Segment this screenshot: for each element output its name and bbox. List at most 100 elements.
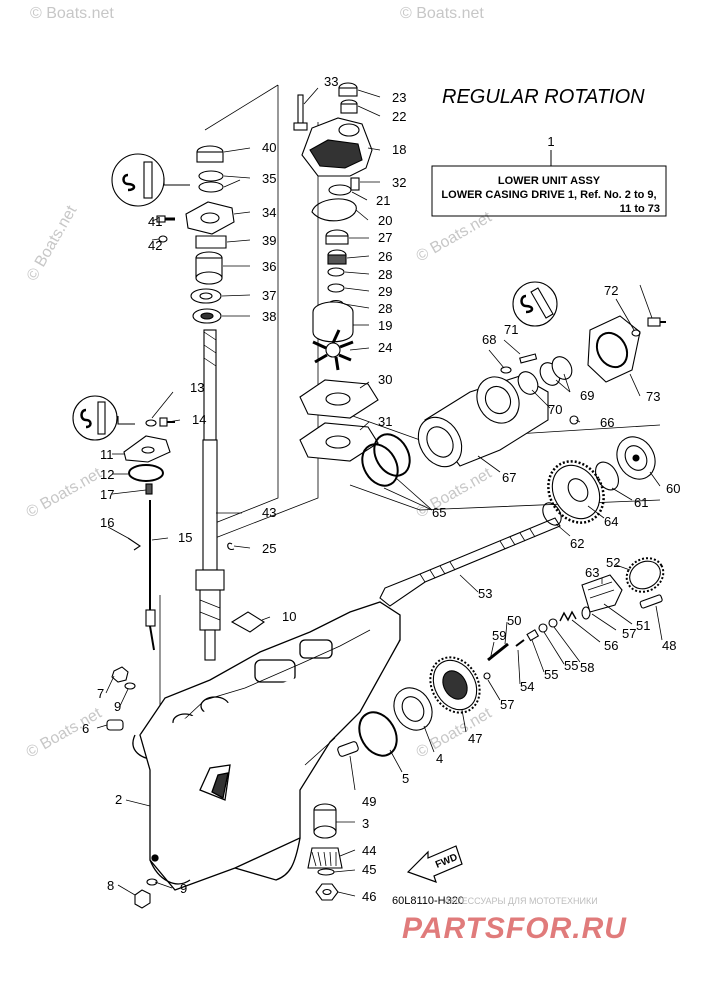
callout-number: 69 xyxy=(580,388,594,403)
callout-number: 67 xyxy=(502,470,516,485)
callout-number: 68 xyxy=(482,332,496,347)
callout-number: 45 xyxy=(362,862,376,877)
watermark-text: © Boats.net xyxy=(24,465,106,522)
callout-number: 37 xyxy=(262,288,276,303)
callout-number: 50 xyxy=(507,613,521,628)
shaft-housing-group xyxy=(361,281,666,487)
watermark-text: © Boats.net xyxy=(24,705,106,762)
assy-box-line: LOWER CASING DRIVE 1, Ref. No. 2 to 9, xyxy=(441,189,656,201)
callout-number: 1 xyxy=(547,134,554,149)
callout-number: 58 xyxy=(580,660,594,675)
callout-number: 61 xyxy=(634,495,648,510)
callout-number: 21 xyxy=(376,193,390,208)
callout-number: 5 xyxy=(402,771,409,786)
brand-subtitle: АКСЕССУАРЫ ДЛЯ МОТОТЕХНИКИ xyxy=(444,896,598,906)
callout-number: 22 xyxy=(392,109,406,124)
lower-casing xyxy=(132,601,401,891)
callout-number: 24 xyxy=(378,340,392,355)
callout-number: 2 xyxy=(115,792,122,807)
callout-number: 56 xyxy=(604,638,618,653)
callout-number: 4 xyxy=(436,751,443,766)
callout-number: 10 xyxy=(282,609,296,624)
callout-number: 55 xyxy=(564,658,578,673)
callout-number: 30 xyxy=(378,372,392,387)
callout-number: 57 xyxy=(622,626,636,641)
callout-number: 28 xyxy=(378,267,392,282)
callout-number: 17 xyxy=(100,487,114,502)
callout-number: 41 xyxy=(148,214,162,229)
callout-number: 65 xyxy=(432,505,446,520)
callout-number: 25 xyxy=(262,541,276,556)
callout-number: 38 xyxy=(262,309,276,324)
callout-number: 20 xyxy=(378,213,392,228)
callout-number: 7 xyxy=(97,686,104,701)
callout-number: 35 xyxy=(262,171,276,186)
callout-number: 62 xyxy=(570,536,584,551)
callout-number: 57 xyxy=(500,697,514,712)
callout-number: 73 xyxy=(646,389,660,404)
callout-number: 52 xyxy=(606,555,620,570)
callout-number: 28 xyxy=(378,301,392,316)
callout-number: 29 xyxy=(378,284,392,299)
callout-number: 63 xyxy=(585,565,599,580)
watermark-text: © Boats.net xyxy=(24,202,81,284)
callout-number: 12 xyxy=(100,467,114,482)
bottom-parts xyxy=(134,741,359,909)
assy-box-line: 11 to 73 xyxy=(620,203,660,215)
callout-number: 32 xyxy=(392,175,406,190)
watermark-text: © Boats.net xyxy=(414,209,496,266)
anode xyxy=(230,611,265,633)
callout-number: 66 xyxy=(600,415,614,430)
callout-number: 46 xyxy=(362,889,376,904)
callout-number: 26 xyxy=(378,249,392,264)
callout-number: 27 xyxy=(378,230,392,245)
callout-number: 31 xyxy=(378,414,392,429)
callout-number: 9 xyxy=(114,699,121,714)
callout-number: 71 xyxy=(504,322,518,337)
callout-number: 47 xyxy=(468,731,482,746)
callout-number: 23 xyxy=(392,90,406,105)
watermark-text: © Boats.net xyxy=(400,5,484,22)
callout-number: 6 xyxy=(82,721,89,736)
assy-box: 1 LOWER UNIT ASSY LOWER CASING DRIVE 1, … xyxy=(431,134,667,217)
shift-rod-group xyxy=(72,395,175,731)
brand-logo: PARTSFOR.RU xyxy=(402,912,627,945)
callout-number: 72 xyxy=(604,283,618,298)
callout-number: 48 xyxy=(662,638,676,653)
callout-number: 54 xyxy=(520,679,534,694)
watermark-text: © Boats.net xyxy=(30,5,114,22)
callout-number: 39 xyxy=(262,233,276,248)
callout-number: 70 xyxy=(548,402,562,417)
callout-number: 13 xyxy=(190,380,204,395)
callout-number: 53 xyxy=(478,586,492,601)
callout-number: 51 xyxy=(636,618,650,633)
callout-number: 15 xyxy=(178,530,192,545)
callout-number: 9 xyxy=(180,881,187,896)
watermark-text: © Boats.net xyxy=(414,465,496,522)
callout-number: 64 xyxy=(604,514,618,529)
callout-number: 49 xyxy=(362,794,376,809)
callout-number: 59 xyxy=(492,628,506,643)
water-pump-stack xyxy=(293,82,379,462)
callout-number: 19 xyxy=(378,318,392,333)
callout-number: 34 xyxy=(262,205,276,220)
callout-number: 11 xyxy=(100,447,114,462)
callout-number: 8 xyxy=(107,878,114,893)
diagram-title: REGULAR ROTATION xyxy=(442,86,645,108)
callout-number: 36 xyxy=(262,259,276,274)
callout-number: 43 xyxy=(262,505,276,520)
callout-number: 55 xyxy=(544,667,558,682)
callout-number: 40 xyxy=(262,140,276,155)
watermark-layer: © Boats.net © Boats.net © Boats.net © Bo… xyxy=(24,5,496,761)
callout-number: 33 xyxy=(324,74,338,89)
assy-box-line: LOWER UNIT ASSY xyxy=(498,175,601,187)
callout-number: 14 xyxy=(192,412,206,427)
diagram-code: 60L8110-H320 xyxy=(392,895,464,907)
leader-lines xyxy=(96,87,663,897)
callout-number: 16 xyxy=(100,515,114,530)
callout-number: 42 xyxy=(148,238,162,253)
callout-number: 3 xyxy=(362,816,369,831)
propeller-shaft-group xyxy=(358,436,665,757)
